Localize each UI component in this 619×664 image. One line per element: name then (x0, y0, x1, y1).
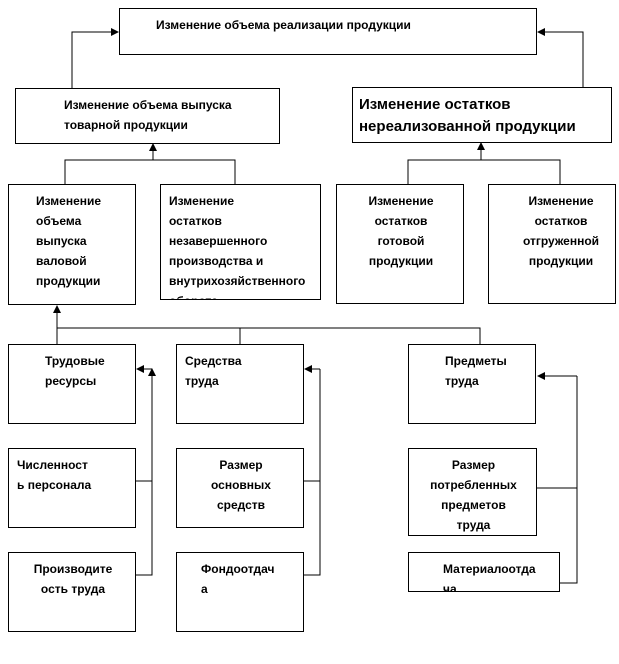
label-gross-output-change: Изменение объема выпуска валовой продукц… (36, 194, 102, 288)
box-finished-goods-balance: Изменение остатков готовой продукции (336, 184, 464, 304)
arrow-commodity-to-sales (71, 28, 119, 88)
box-gross-output-change: Изменение объема выпуска валовой продукц… (8, 184, 136, 305)
box-fixed-assets-size: Размер основных средств (176, 448, 304, 528)
box-capital-productivity: Фондоотдач а (176, 552, 304, 632)
label-unsold-balance-change: Изменение остатков нереализованной проду… (359, 96, 576, 135)
label-commodity-output-change: Изменение объема выпуска товарной продук… (64, 98, 232, 132)
label-sales-volume-change: Изменение объема реализации продукции (156, 18, 411, 32)
line-finished-shipped-bus (407, 159, 561, 184)
label-fixed-assets-size: Размер основных средств (211, 458, 271, 512)
box-commodity-output-change: Изменение объема выпуска товарной продук… (15, 88, 280, 144)
label-consumed-objects-size: Размер потребленных предметов труда (430, 458, 517, 532)
label-shipped-goods-balance: Изменение остатков отгруженной продукции (522, 194, 600, 268)
line-factors-bus (56, 327, 481, 344)
line-objects-feeders (537, 487, 578, 584)
label-objects-of-labor: Предметы труда (445, 354, 507, 388)
line-labor-feeders (136, 480, 153, 576)
box-objects-of-labor: Предметы труда (408, 344, 536, 424)
box-labor-resources: Трудовые ресурсы (8, 344, 136, 424)
label-labor-resources: Трудовые ресурсы (45, 354, 105, 388)
arrow-unsold-to-sales (537, 28, 584, 87)
box-headcount: Численност ь персонала (8, 448, 136, 528)
box-material-productivity: Материалоотда ча (408, 552, 560, 592)
label-finished-goods-balance: Изменение остатков готовой продукции (368, 194, 434, 268)
box-consumed-objects-size: Размер потребленных предметов труда (408, 448, 537, 536)
label-labor-productivity: Производите ость труда (33, 562, 113, 596)
box-unsold-balance-change: Изменение остатков нереализованной проду… (352, 87, 612, 143)
line-means-feeders (304, 480, 321, 576)
label-capital-productivity: Фондоотдач а (201, 562, 275, 596)
box-labor-productivity: Производите ость труда (8, 552, 136, 632)
box-wip-balance-change: Изменение остатков незавершенного произв… (160, 184, 321, 300)
box-sales-volume-change: Изменение объема реализации продукции (119, 8, 537, 55)
line-gross-wip-bus (64, 159, 236, 184)
box-shipped-goods-balance: Изменение остатков отгруженной продукции (488, 184, 616, 304)
label-material-productivity: Материалоотда ча (443, 562, 536, 592)
label-means-of-labor: Средства труда (185, 354, 242, 388)
label-wip-balance-change: Изменение остатков незавершенного произв… (169, 194, 306, 299)
label-headcount: Численност ь персонала (17, 458, 92, 492)
box-means-of-labor: Средства труда (176, 344, 304, 424)
